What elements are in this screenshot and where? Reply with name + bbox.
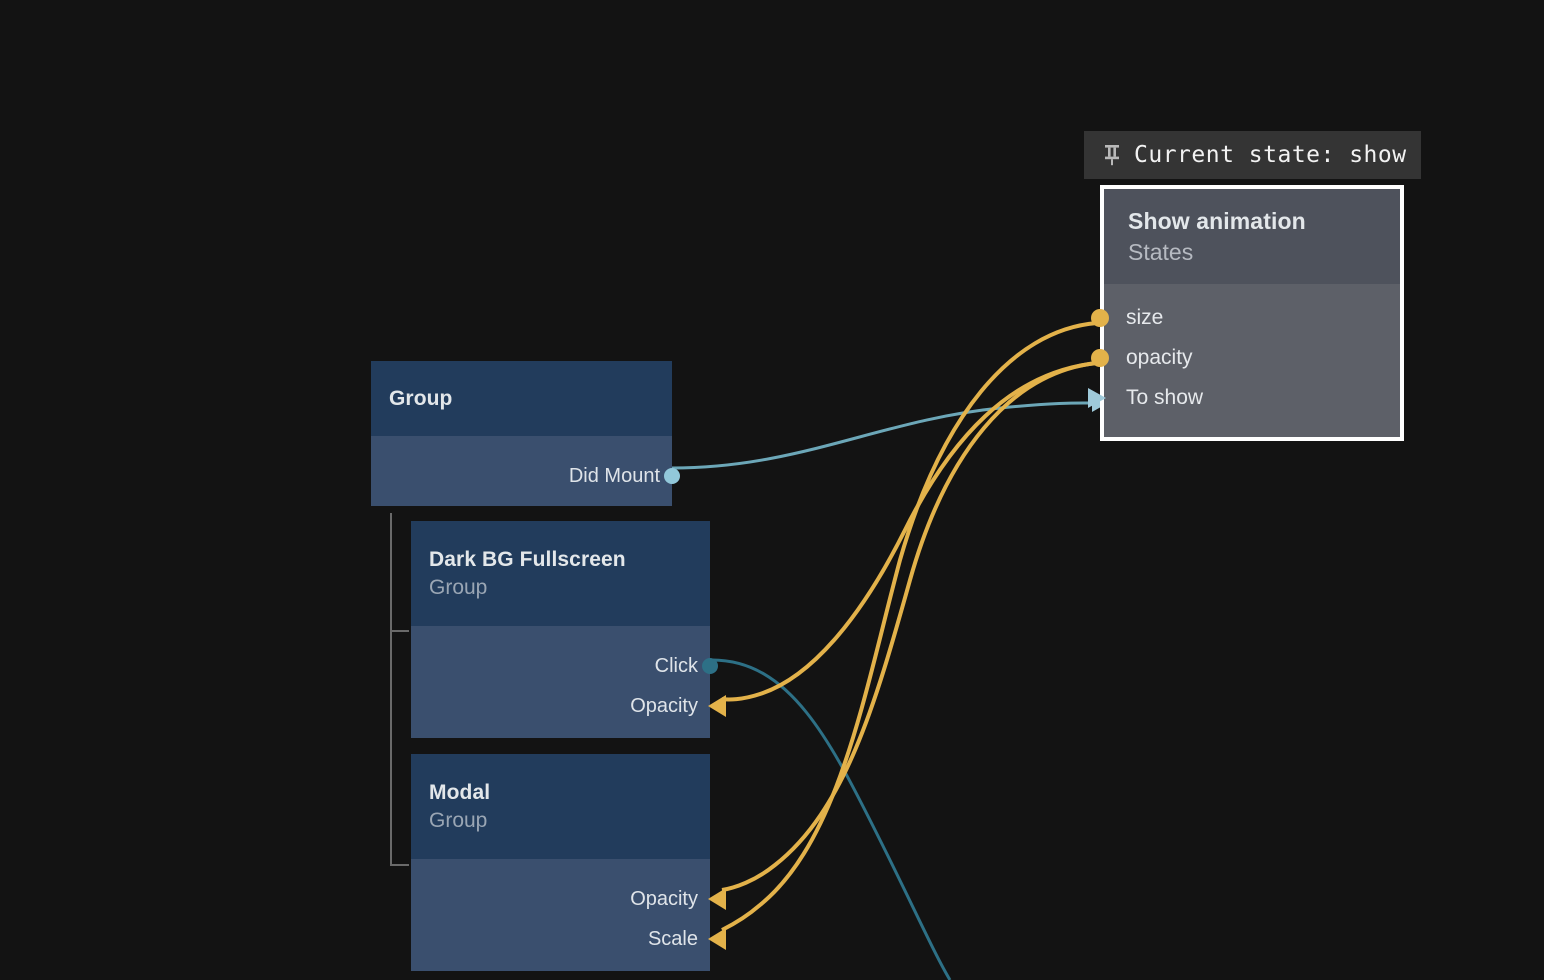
node-show-animation-subtitle: States	[1128, 238, 1194, 265]
port-label-modal-scale: Scale	[647, 928, 698, 950]
node-show-animation-header[interactable]: Show animation States	[1104, 189, 1400, 284]
node-group[interactable]: Group Did Mount	[371, 361, 680, 506]
port-row-did-mount[interactable]: Did Mount	[371, 456, 680, 496]
port-row-dark-bg-opacity[interactable]: Opacity	[411, 686, 726, 726]
port-connector-to-show[interactable]	[1088, 388, 1106, 408]
port-connector-dark-bg-opacity[interactable]	[708, 695, 726, 717]
node-modal-subtitle: Group	[429, 808, 488, 832]
port-row-size[interactable]: size	[1091, 298, 1400, 338]
tree-rail-stub-dark-bg	[390, 630, 409, 632]
current-state-label: Current state: show	[1134, 142, 1407, 168]
port-row-opacity[interactable]: opacity	[1091, 338, 1400, 378]
wire-did-mount-to-show	[671, 401, 1095, 470]
node-dark-bg-header[interactable]: Dark BG Fullscreen Group	[411, 521, 710, 626]
node-show-animation[interactable]: Show animation States size opacity To sh…	[1088, 185, 1404, 441]
port-label-opacity: opacity	[1126, 346, 1193, 369]
node-dark-bg-fullscreen[interactable]: Dark BG Fullscreen Group Click Opacity	[411, 521, 726, 738]
node-group-body: Did Mount	[371, 436, 680, 506]
node-modal[interactable]: Modal Group Opacity Scale	[411, 754, 726, 971]
node-modal-header[interactable]: Modal Group	[411, 754, 710, 859]
port-label-dark-bg-opacity: Opacity	[630, 695, 698, 717]
port-label-did-mount: Did Mount	[568, 465, 660, 487]
node-group-header[interactable]: Group	[371, 361, 672, 436]
tree-rail-vertical	[390, 513, 392, 866]
port-connector-size[interactable]	[1091, 309, 1109, 327]
wire-size-to-modal-scale	[721, 321, 1098, 932]
node-dark-bg-title: Dark BG Fullscreen	[429, 547, 626, 571]
node-modal-body: Opacity Scale	[411, 859, 726, 971]
wire-click-outgoing	[711, 658, 952, 980]
port-connector-modal-scale[interactable]	[708, 928, 726, 950]
port-row-dark-bg-click[interactable]: Click	[411, 646, 718, 686]
port-row-modal-opacity[interactable]: Opacity	[411, 879, 726, 919]
tree-rail-stub-modal	[390, 864, 409, 866]
node-show-animation-body: size opacity To show	[1088, 284, 1400, 437]
port-label-to-show: To show	[1126, 386, 1204, 409]
port-connector-dark-bg-click[interactable]	[702, 658, 718, 674]
port-connector-did-mount[interactable]	[664, 468, 680, 484]
current-state-tooltip: Current state: show	[1084, 131, 1421, 179]
pin-icon	[1105, 145, 1119, 166]
node-show-animation-title: Show animation	[1128, 207, 1306, 234]
node-dark-bg-subtitle: Group	[429, 575, 488, 599]
node-group-title: Group	[389, 386, 453, 410]
port-label-dark-bg-click: Click	[654, 655, 698, 677]
port-label-modal-opacity: Opacity	[630, 888, 698, 910]
node-dark-bg-body: Click Opacity	[411, 626, 726, 738]
port-row-modal-scale[interactable]: Scale	[411, 919, 726, 959]
wire-opacity-to-modal-opacity	[721, 361, 1098, 892]
port-connector-modal-opacity[interactable]	[708, 888, 726, 910]
wire-opacity-to-darkbg-opacity	[721, 361, 1098, 702]
port-connector-opacity[interactable]	[1091, 349, 1109, 367]
port-row-to-show[interactable]: To show	[1088, 378, 1400, 418]
node-modal-title: Modal	[429, 780, 491, 804]
port-label-size: size	[1126, 306, 1164, 329]
